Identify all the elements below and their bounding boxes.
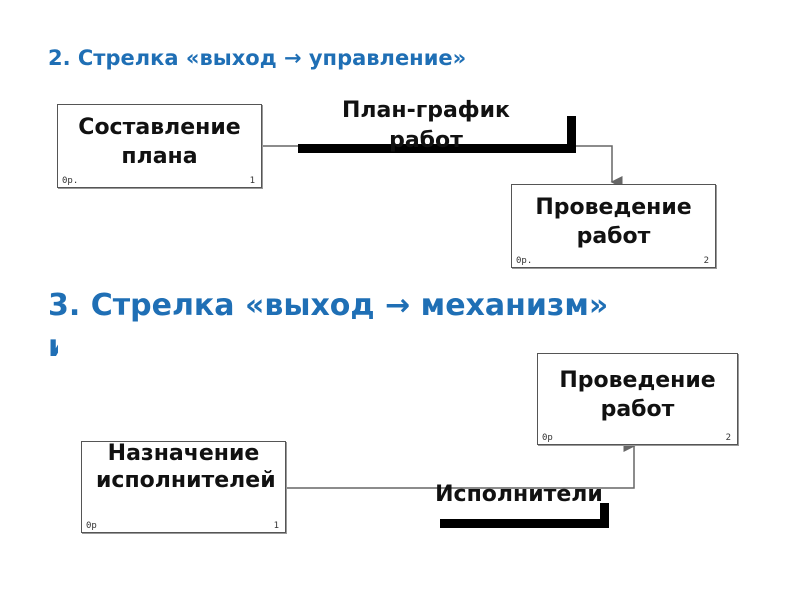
box-number: 2 bbox=[725, 433, 731, 443]
box-assign: Назначение исполнителей 0p 1 bbox=[81, 441, 286, 533]
box-op-code: 0p. bbox=[62, 176, 79, 186]
box-label: Проведение работ bbox=[559, 368, 716, 422]
box-number: 1 bbox=[273, 521, 279, 531]
section-2-heading: 2. Стрелка «выход → управление» bbox=[48, 46, 467, 70]
box-works: Проведение работ 0p. 2 bbox=[511, 184, 716, 268]
arrow-label-performers: Исполнители bbox=[435, 482, 603, 507]
arrow-label-schedule: План-график работ bbox=[342, 98, 510, 153]
box-number: 1 bbox=[249, 176, 255, 186]
bar bbox=[600, 503, 609, 528]
section-3-heading-tail: и bbox=[48, 336, 58, 358]
box-label: Назначение исполнителей bbox=[96, 441, 276, 493]
arrow-output-mechanism bbox=[286, 440, 636, 489]
box-op-code: 0p bbox=[542, 433, 553, 443]
box-number: 2 bbox=[703, 256, 709, 266]
bar bbox=[567, 116, 576, 153]
box-op-code: 0p. bbox=[516, 256, 533, 266]
box-works-2: Проведение работ 0p 2 bbox=[537, 353, 738, 445]
box-planning: Составление плана 0p. 1 bbox=[57, 104, 262, 188]
section-3-heading: 3. Стрелка «выход → механизм» bbox=[48, 288, 609, 323]
bar bbox=[298, 144, 575, 153]
box-op-code: 0p bbox=[86, 521, 97, 531]
box-label: Составление плана bbox=[78, 115, 241, 169]
box-label: Проведение работ bbox=[535, 195, 692, 249]
bar bbox=[440, 519, 608, 528]
